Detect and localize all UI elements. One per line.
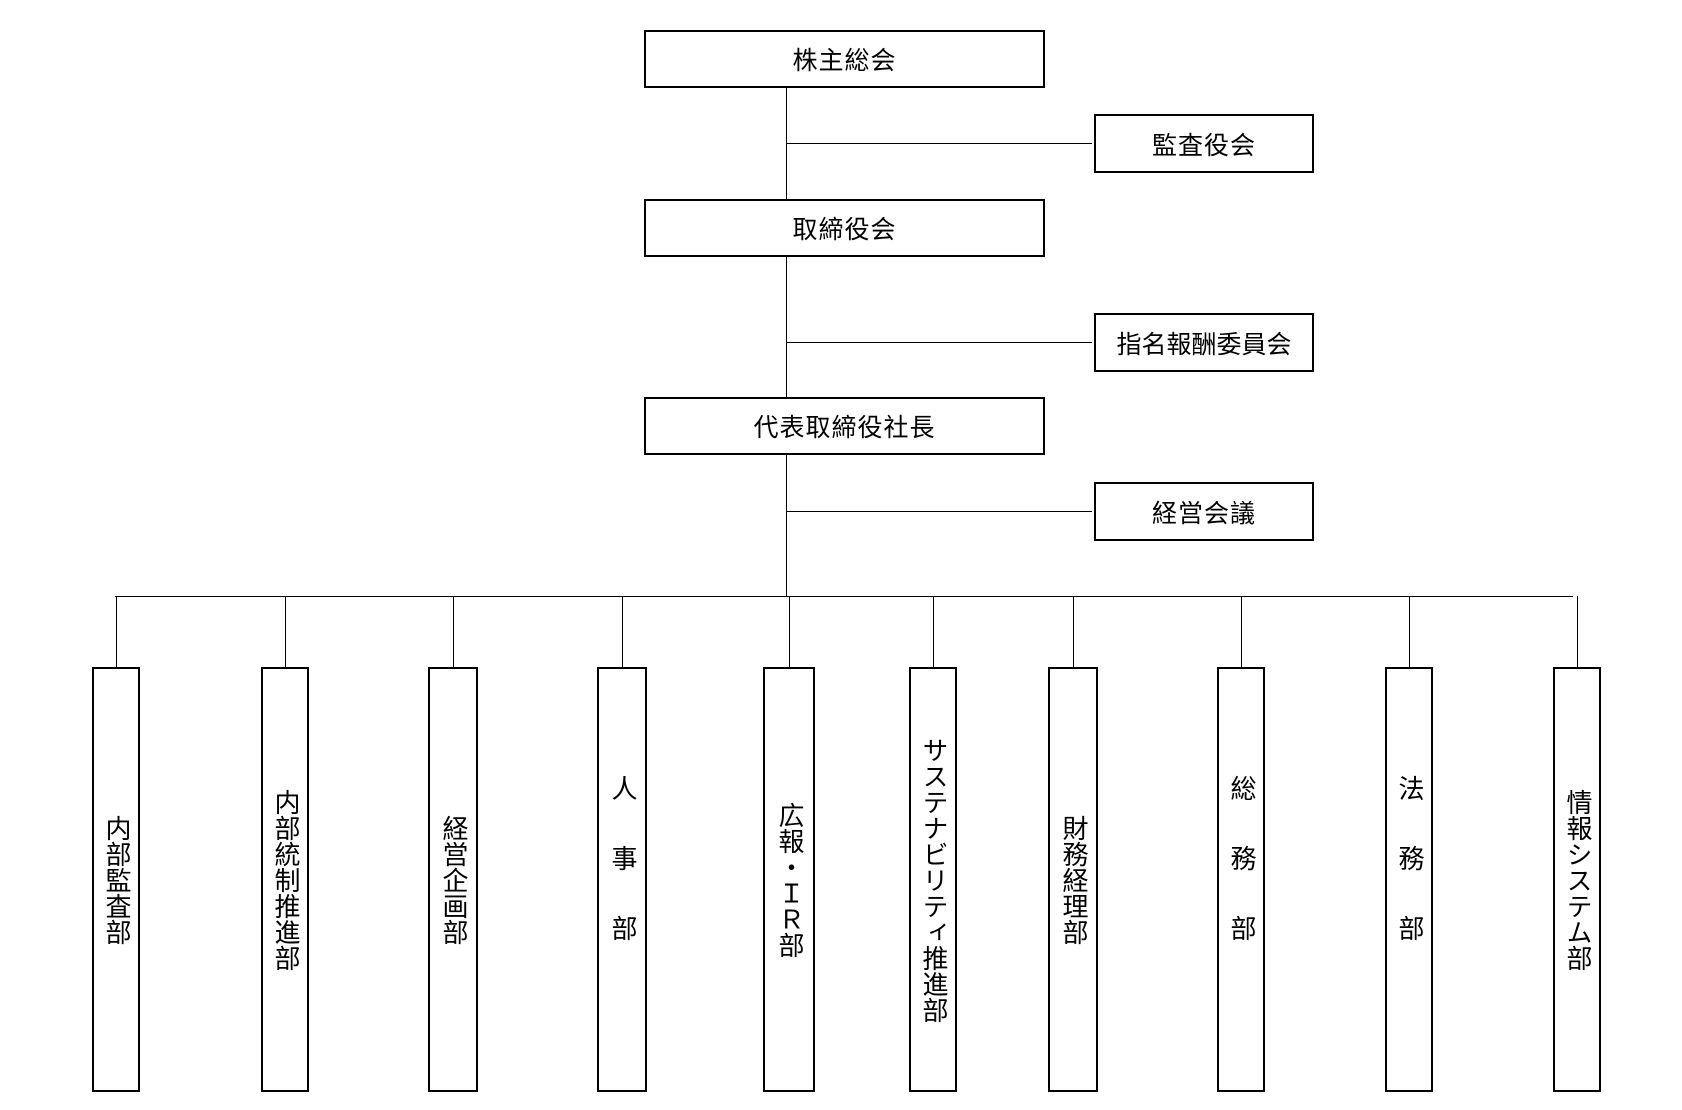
dept-drop-line	[116, 596, 117, 668]
management-meeting-connector	[786, 511, 1092, 512]
dept-label-information-systems: 情報システム部	[1562, 788, 1592, 971]
dept-drop-line	[285, 596, 286, 668]
board-of-directors-box: 取締役会	[644, 199, 1045, 257]
nomination-compensation-committee-box: 指名報酬委員会	[1094, 313, 1314, 372]
audit-board-label: 監査役会	[1151, 130, 1256, 160]
dept-drop-line	[1409, 596, 1410, 668]
president-box: 代表取締役社長	[644, 397, 1045, 455]
dept-box-internal-audit: 内部監査部	[92, 667, 140, 1092]
shareholders-meeting-box: 株主総会	[644, 30, 1045, 88]
dept-box-internal-control: 内部統制推進部	[261, 667, 309, 1092]
dept-box-general-affairs: 総務部	[1217, 667, 1265, 1092]
department-bus-line	[115, 596, 1573, 597]
dept-box-corporate-planning: 経営企画部	[428, 667, 478, 1092]
dept-label-human-resources: 人事部	[607, 774, 637, 985]
dept-label-sustainability: サステナビリティ推進部	[918, 736, 948, 1023]
dept-drop-line	[453, 596, 454, 668]
dept-box-finance-accounting: 財務経理部	[1048, 667, 1098, 1092]
dept-label-internal-control: 内部統制推進部	[270, 788, 300, 971]
shareholders-meeting-label: 株主総会	[792, 46, 897, 75]
management-meeting-box: 経営会議	[1094, 482, 1314, 541]
board-of-directors-label: 取締役会	[792, 215, 897, 244]
dept-drop-line	[933, 596, 934, 668]
dept-box-legal: 法務部	[1385, 667, 1433, 1092]
dept-label-general-affairs: 総務部	[1226, 774, 1256, 985]
dept-box-sustainability: サステナビリティ推進部	[909, 667, 957, 1092]
dept-box-human-resources: 人事部	[597, 667, 647, 1092]
dept-label-finance-accounting: 財務経理部	[1058, 814, 1088, 945]
trunk-line-top	[786, 88, 787, 201]
committee-connector	[786, 342, 1092, 343]
dept-box-information-systems: 情報システム部	[1553, 667, 1601, 1092]
dept-label-pr-ir: 広報・ＩＲ部	[774, 801, 804, 958]
dept-drop-line	[789, 596, 790, 668]
dept-drop-line	[622, 596, 623, 668]
dept-drop-line	[1241, 596, 1242, 668]
trunk-line-bottom	[786, 455, 787, 596]
dept-label-corporate-planning: 経営企画部	[438, 814, 468, 945]
dept-label-internal-audit: 内部監査部	[101, 814, 131, 945]
management-meeting-label: 経営会議	[1151, 498, 1256, 528]
dept-box-pr-ir: 広報・ＩＲ部	[763, 667, 815, 1092]
dept-drop-line	[1577, 596, 1578, 668]
nomination-compensation-committee-label: 指名報酬委員会	[1116, 329, 1292, 359]
dept-label-legal: 法務部	[1394, 774, 1424, 985]
audit-board-box: 監査役会	[1094, 114, 1314, 173]
audit-board-connector	[786, 143, 1092, 144]
dept-drop-line	[1073, 596, 1074, 668]
president-label: 代表取締役社長	[753, 413, 936, 442]
trunk-line-middle	[786, 257, 787, 399]
